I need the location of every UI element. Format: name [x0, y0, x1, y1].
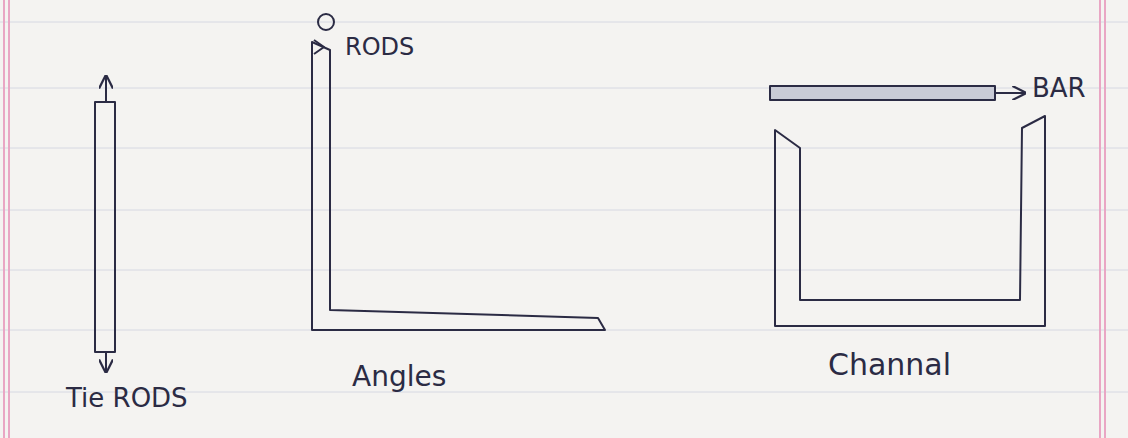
part-label: Channal	[828, 348, 951, 381]
ruled-lines	[0, 22, 1128, 392]
channel-section	[775, 116, 1045, 326]
bar-section	[770, 86, 1025, 100]
part-label: RODS	[345, 34, 414, 60]
part-label: Angles	[352, 362, 446, 393]
part-label: BAR	[1032, 74, 1086, 103]
angle-section	[312, 42, 605, 330]
tie-rod	[95, 76, 115, 372]
part-label: Tie RODS	[66, 384, 188, 413]
margin-lines	[4, 0, 1105, 438]
